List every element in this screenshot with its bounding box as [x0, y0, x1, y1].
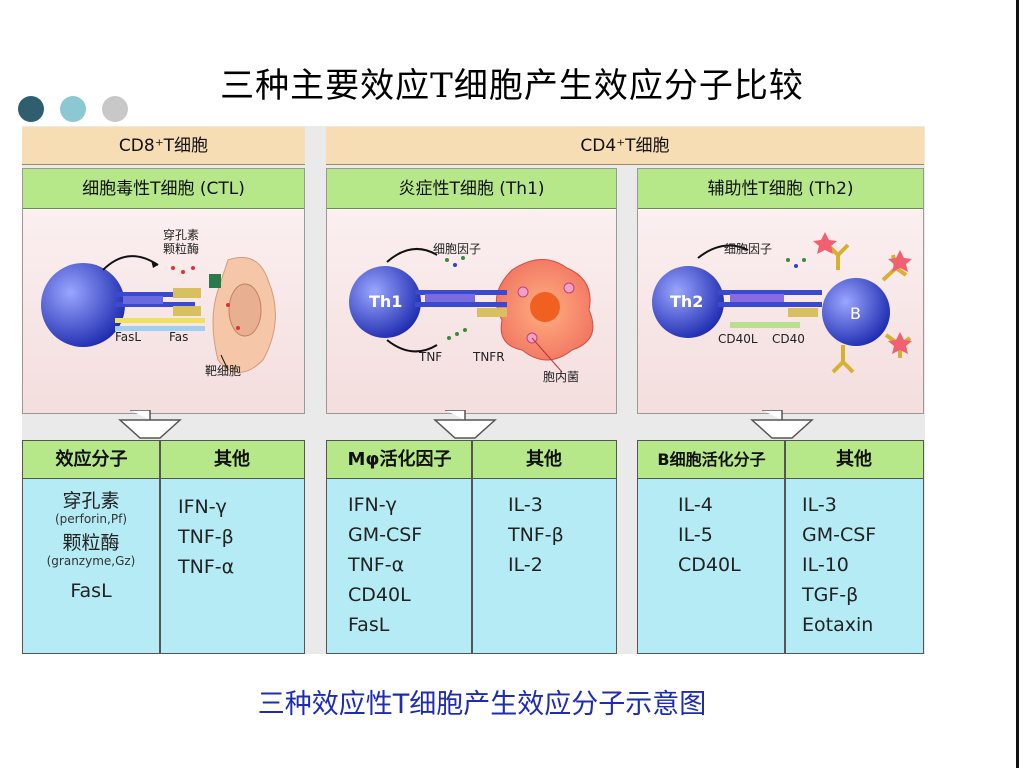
down-arrow-th1	[433, 410, 497, 439]
ctl-illustration: 穿孔素 颗粒酶 FasL Fas 靶细胞	[23, 210, 304, 413]
th2-cd40-label: CD40	[772, 332, 805, 346]
th1-divider	[471, 441, 473, 653]
th2-left-header: B细胞活化分子	[638, 441, 785, 479]
ctl-illustration-graphic	[41, 255, 276, 373]
item-subtext: (perforin,Pf)	[54, 512, 127, 526]
th1-right-header: 其他	[472, 441, 616, 479]
list-item: Eotaxin	[802, 614, 874, 636]
list-item: FasL	[23, 576, 159, 606]
ctl-right-list: IFN-γ TNF-β TNF-α	[178, 492, 298, 582]
th1-tnfr-label: TNFR	[473, 350, 505, 364]
th1-illustration-graphic	[349, 247, 594, 373]
right-edge-line	[1016, 0, 1019, 768]
list-item: IL-3	[802, 494, 837, 516]
th1-cell-label: Th1	[369, 292, 403, 311]
decor-dot-light	[60, 96, 86, 122]
slide-title: 三种主要效应T细胞产生效应分子比较	[220, 66, 804, 106]
th1-bacteria-label: 胞内菌	[543, 370, 580, 384]
list-item: IL-3	[508, 494, 543, 516]
th1-tnf-label: TNF	[419, 350, 443, 364]
decor-dot-gray	[102, 96, 128, 122]
th2-right-list: IL-3 GM-CSF IL-10 TGF-β Eotaxin	[802, 490, 920, 640]
th1-left-list: IFN-γ GM-CSF TNF-α CD40L FasL	[348, 490, 468, 640]
th1-right-list: IL-3 TNF-β IL-2	[508, 490, 608, 580]
list-item: GM-CSF	[348, 524, 423, 546]
ctl-molecule-label: 穿孔素 颗粒酶	[163, 228, 200, 256]
item-text: 颗粒酶	[62, 532, 120, 554]
th2-cell-label: Th2	[670, 292, 704, 311]
th2-cell-icon	[652, 266, 724, 338]
list-item: IL-4	[678, 494, 713, 516]
list-item: CD40L	[348, 584, 411, 606]
ctl-target-label: 靶细胞	[205, 364, 242, 378]
th1-subheader: 炎症性T细胞 (Th1)	[327, 169, 616, 209]
list-item: IL-5	[678, 524, 713, 546]
ctl-fas-label: Fas	[169, 330, 189, 344]
th2-subheader: 辅助性T细胞 (Th2)	[638, 169, 923, 209]
th1-cytokine-label: 细胞因子	[433, 242, 482, 256]
decor-dot-dark	[18, 96, 44, 122]
th2-left-list: IL-4 IL-5 CD40L	[678, 490, 778, 580]
list-item: IFN-γ	[348, 494, 397, 516]
th1-cell-icon	[349, 266, 421, 338]
th1-left-header: Mφ活化因子	[327, 441, 472, 479]
list-item: 颗粒酶(granzyme,Gz)	[23, 532, 159, 568]
list-item: GM-CSF	[802, 524, 877, 546]
list-item: TGF-β	[802, 584, 859, 606]
th2-divider	[784, 441, 786, 653]
list-item: FasL	[348, 614, 390, 636]
list-item: TNF-β	[508, 524, 564, 546]
ctl-right-header: 其他	[160, 441, 304, 479]
th2-cd40l-label: CD40L	[718, 332, 758, 346]
header-cd8: CD8⁺T细胞	[22, 127, 305, 165]
th2-illustration-graphic	[652, 232, 912, 374]
header-cd4: CD4⁺T细胞	[326, 127, 924, 165]
list-item: 穿孔素(perforin,Pf)	[23, 490, 159, 526]
th2-bcell-label: B	[850, 304, 861, 323]
ctl-left-header: 效应分子	[23, 441, 160, 479]
th2-illustration: Th2 细胞因子 CD40L CD40 B	[638, 210, 923, 413]
ctl-cell-icon	[41, 263, 125, 347]
list-item: TNF-β	[178, 526, 234, 548]
item-text: FasL	[70, 580, 112, 602]
down-arrow-ctl	[118, 410, 182, 439]
list-item: TNF-α	[178, 556, 235, 578]
list-item: IFN-γ	[178, 496, 227, 518]
list-item: CD40L	[678, 554, 741, 576]
item-text: 穿孔素	[62, 490, 120, 512]
list-item: TNF-α	[348, 554, 405, 576]
list-item: IL-10	[802, 554, 849, 576]
list-item: IL-2	[508, 554, 543, 576]
th2-right-header: 其他	[785, 441, 923, 479]
b-cell-icon	[822, 278, 890, 346]
th1-illustration: Th1 细胞因子 TNF TNFR 胞内菌	[327, 210, 616, 413]
ctl-divider	[159, 441, 161, 653]
ctl-subheader: 细胞毒性T细胞 (CTL)	[23, 169, 304, 209]
item-subtext: (granzyme,Gz)	[46, 554, 136, 568]
th2-cytokine-label: 细胞因子	[724, 242, 773, 256]
ctl-left-list: 穿孔素(perforin,Pf) 颗粒酶(granzyme,Gz) FasL	[23, 490, 159, 606]
down-arrows	[118, 410, 814, 439]
down-arrow-th2	[750, 410, 814, 439]
ctl-fasl-label: FasL	[115, 330, 142, 344]
figure-caption: 三种效应性T细胞产生效应分子示意图	[257, 689, 707, 720]
